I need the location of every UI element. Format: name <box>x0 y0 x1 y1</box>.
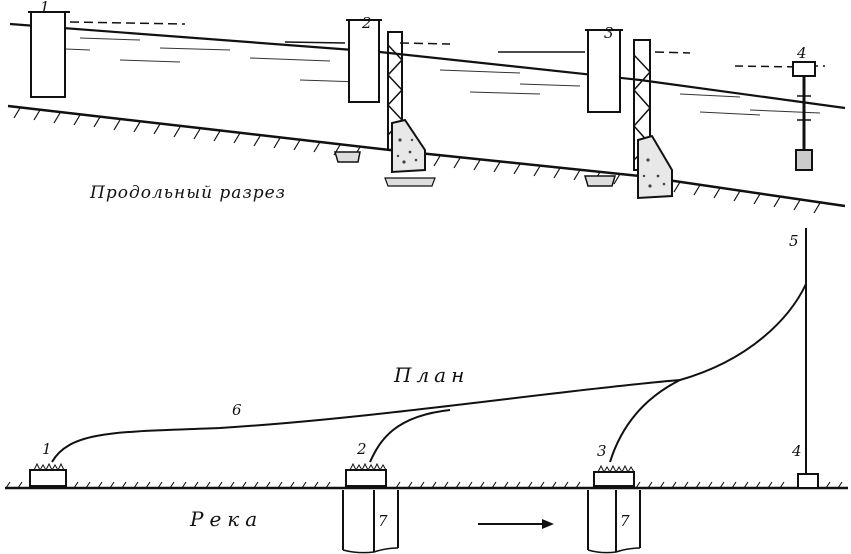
footing-2 <box>391 118 426 174</box>
plan-label-7b: 7 <box>620 512 630 530</box>
water-hatching <box>39 37 821 116</box>
plan-gauge-2: 2 <box>345 440 387 487</box>
plan-label-5: 5 <box>789 232 799 250</box>
plan-label-7a: 7 <box>378 512 388 530</box>
cable-line-6 <box>51 283 807 463</box>
gauge-4-head <box>792 61 816 77</box>
post-label-2: 2 <box>361 14 372 32</box>
plan-title: План <box>393 363 469 387</box>
flow-arrow <box>478 519 554 529</box>
plan-gauge-1: 1 <box>29 440 67 487</box>
plan-label-6: 6 <box>232 401 242 419</box>
bank-hatching <box>5 481 843 489</box>
gauge-post-3: 3 <box>498 24 691 200</box>
post-label-3: 3 <box>604 24 614 42</box>
gauge-1-box <box>30 11 66 98</box>
gauge-3-box <box>587 29 621 113</box>
plan-view: План 1 2 3 4 <box>5 228 848 554</box>
river-label: Река <box>189 507 263 531</box>
cable-branch-2 <box>369 409 451 463</box>
river-structure-7a: 7 <box>342 490 399 554</box>
section-caption: Продольный разрез <box>89 183 286 203</box>
cable-branch-3 <box>609 379 681 463</box>
arrow-head-icon <box>542 519 554 529</box>
river-structure-7b: 7 <box>587 490 641 554</box>
river-bed-line <box>7 104 846 208</box>
post-label-1: 1 <box>40 0 50 16</box>
plan-label-3: 3 <box>597 442 607 460</box>
plan-label-1: 1 <box>42 440 52 458</box>
plan-gauge-4: 4 <box>791 442 819 489</box>
gauge-post-4: 4 <box>734 44 825 171</box>
footing-3 <box>637 134 673 200</box>
post-label-4: 4 <box>796 44 807 62</box>
plan-label-2: 2 <box>356 440 367 458</box>
bed-hatching <box>13 107 821 214</box>
gauge-post-1: 1 <box>28 0 186 98</box>
gauge-post-2: 2 <box>284 14 451 187</box>
longitudinal-section: 1 2 3 <box>7 0 846 214</box>
gauge-2-box <box>348 19 380 103</box>
plan-label-4: 4 <box>791 442 802 460</box>
water-surface-line <box>9 22 846 110</box>
plan-gauge-3: 3 <box>593 442 635 487</box>
gauge-4-foot <box>795 149 813 171</box>
